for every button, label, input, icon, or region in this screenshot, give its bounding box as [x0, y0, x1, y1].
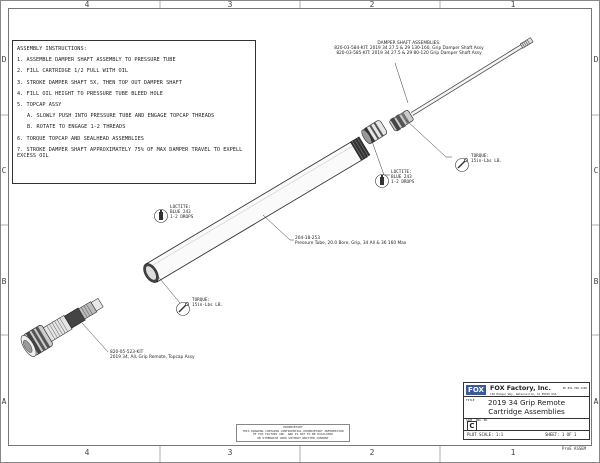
zone-right-c: C	[594, 166, 599, 175]
topcap-part: 820-05-523-KIT	[110, 350, 144, 355]
size-label: SIZE	[466, 419, 473, 422]
callout-line: LOCTITE:	[391, 170, 412, 175]
instruction-step: 1. ASSEMBLE DAMPER SHAFT ASSEMBLY TO PRE…	[17, 57, 176, 64]
pressure-tube-part: 204-18-253	[295, 236, 320, 241]
torque-icon	[455, 158, 469, 172]
instruction-step: 6. TORQUE TOPCAP AND SEALHEAD ASSEMBLIES	[17, 135, 144, 142]
zone-bottom-1: 1	[511, 448, 516, 457]
zone-top-3: 3	[228, 0, 233, 9]
zone-left-d: D	[2, 55, 7, 64]
zone-top-2: 2	[370, 0, 375, 9]
leader-lines	[81, 62, 452, 353]
company-name: FOX Factory, Inc.	[490, 384, 551, 392]
loctite-callout-left: LOCTITE: BLUE 243 1-2 DROPS	[170, 205, 194, 221]
proprietary-line: OR OTHERWISE USED WITHOUT WRITTEN CONSEN…	[257, 435, 329, 440]
callout-line: 1-2 DROPS	[391, 179, 415, 185]
zone-right-a: A	[594, 397, 599, 406]
proprietary-line: PROPRIETARY	[283, 425, 303, 429]
torque-callout-left: TORQUE: 15in-Lbs LB.	[192, 298, 224, 309]
instruction-step: 2. FILL CARTRIDGE 1/2 FULL WITH OIL	[17, 68, 129, 75]
damper-shaft-title: DAMPER SHAFT ASSEMBLIES:	[377, 41, 441, 46]
zone-left-b: B	[2, 277, 7, 286]
pressure-tube-label: 204-18-253 Pressure Tube, 20.0 Bore, Gri…	[295, 236, 406, 247]
scale-row-divider	[464, 430, 589, 431]
title-label: TITLE	[466, 398, 475, 402]
callout-line: 1-2 DROPS	[170, 214, 194, 220]
drawing-title-line: Cartridge Assemblies	[488, 407, 565, 416]
zone-right-d: D	[594, 55, 599, 64]
zone-top-1: 1	[511, 0, 516, 9]
damper-shaft-kit-1: 820-03-584-KIT: 2019 34 27.5 & 29 130-16…	[334, 46, 484, 52]
company-phone: Ph 831-768-1100	[562, 386, 587, 390]
loctite-callout-right: LOCTITE: BLUE 243 1-2 DROPS	[391, 170, 415, 186]
zone-bottom-4: 4	[85, 448, 90, 457]
callout-line: TORQUE:	[192, 298, 211, 303]
pressure-tube	[143, 136, 371, 283]
callout-line: 15in-Lbs LB.	[192, 302, 224, 308]
instruction-step: 7. STROKE DAMPER SHAFT APPROXIMATELY 75%…	[17, 146, 243, 160]
inner-frame	[8, 8, 592, 446]
dwg-label: DWG. NO.	[476, 419, 489, 422]
callout-line: TORQUE:	[471, 154, 490, 159]
instruction-substep: B. ROTATE TO ENGAGE 1-2 THREADS	[27, 124, 126, 131]
company-address: 130 Hangar Way, Watsonville, CA 95076 US…	[490, 392, 557, 396]
loctite-bottle-icon	[154, 209, 168, 223]
callout-line: BLUE 243	[391, 174, 412, 180]
damper-shaft-label: DAMPER SHAFT ASSEMBLIES: 820-03-584-KIT:…	[330, 41, 488, 57]
topcap-assembly	[20, 297, 104, 357]
zone-bottom-2: 2	[370, 448, 375, 457]
assembly-instructions: ASSEMBLY INSTRUCTIONS: 1. ASSEMBLE DAMPE…	[12, 40, 256, 184]
title-block: FOX FOX Factory, Inc. 130 Hangar Way, Wa…	[463, 382, 590, 440]
callout-line: 15in-Lbs LB.	[471, 158, 503, 164]
zone-bottom-3: 3	[228, 448, 233, 457]
instructions-heading: ASSEMBLY INSTRUCTIONS:	[17, 46, 87, 52]
pressure-tube-desc: Pressure Tube, 20.0 Bore, Grip, 34 All &…	[295, 241, 407, 247]
torque-callout-right: TORQUE: 15in-Lbs LB.	[471, 154, 503, 165]
proprietary-line: THIS DRAWING CONTAINS CONFIDENTIAL PROPR…	[242, 428, 344, 433]
fox-logo: FOX	[466, 385, 486, 395]
plot-scale: PLOT SCALE: 1:1	[467, 432, 504, 437]
damper-shaft-assembly	[361, 37, 534, 145]
zone-top-4: 4	[85, 0, 90, 9]
document-id: ProE ASSEM	[562, 446, 587, 451]
instruction-substep: A. SLOWLY PUSH INTO PRESSURE TUBE AND EN…	[27, 113, 215, 120]
zone-right-b: B	[594, 277, 599, 286]
drawing-title-line: 2019 34 Grip Remote	[487, 398, 566, 407]
topcap-label: 820-05-523-KIT 2019 34, All, Grip Remote…	[110, 350, 195, 361]
topcap-desc: 2019 34, All, Grip Remote, Topcap Assy	[110, 355, 195, 361]
drawing-title: 2019 34 Grip Remote Cartridge Assemblies	[464, 398, 589, 416]
proprietary-line: OF FOX FACTORY INC. AND IS NOT TO BE DIS…	[252, 432, 334, 437]
title-row-divider	[464, 396, 589, 397]
instruction-step: 4. FILL OIL HEIGHT TO PRESSURE TUBE BLEE…	[17, 90, 163, 97]
instruction-step: 5. TOPCAP ASSY	[17, 102, 62, 109]
size-row-divider	[464, 418, 589, 419]
callout-line: BLUE 243	[170, 209, 191, 215]
sheet-number: SHEET: 1 OF 1	[545, 432, 577, 437]
torque-icon	[176, 302, 190, 316]
zone-left-c: C	[2, 166, 7, 175]
instruction-step: 3. STROKE DAMPER SHAFT 5X, THEN TOP OUT …	[17, 79, 183, 86]
zone-left-a: A	[2, 397, 7, 406]
loctite-bottle-icon	[375, 174, 389, 188]
proprietary-note: PROPRIETARY THIS DRAWING CONTAINS CONFID…	[236, 424, 350, 443]
callout-line: LOCTITE:	[170, 205, 191, 210]
damper-shaft-kit-2: 820-03-585-KIT: 2019 34 27.5 & 29 80-120…	[336, 51, 482, 57]
